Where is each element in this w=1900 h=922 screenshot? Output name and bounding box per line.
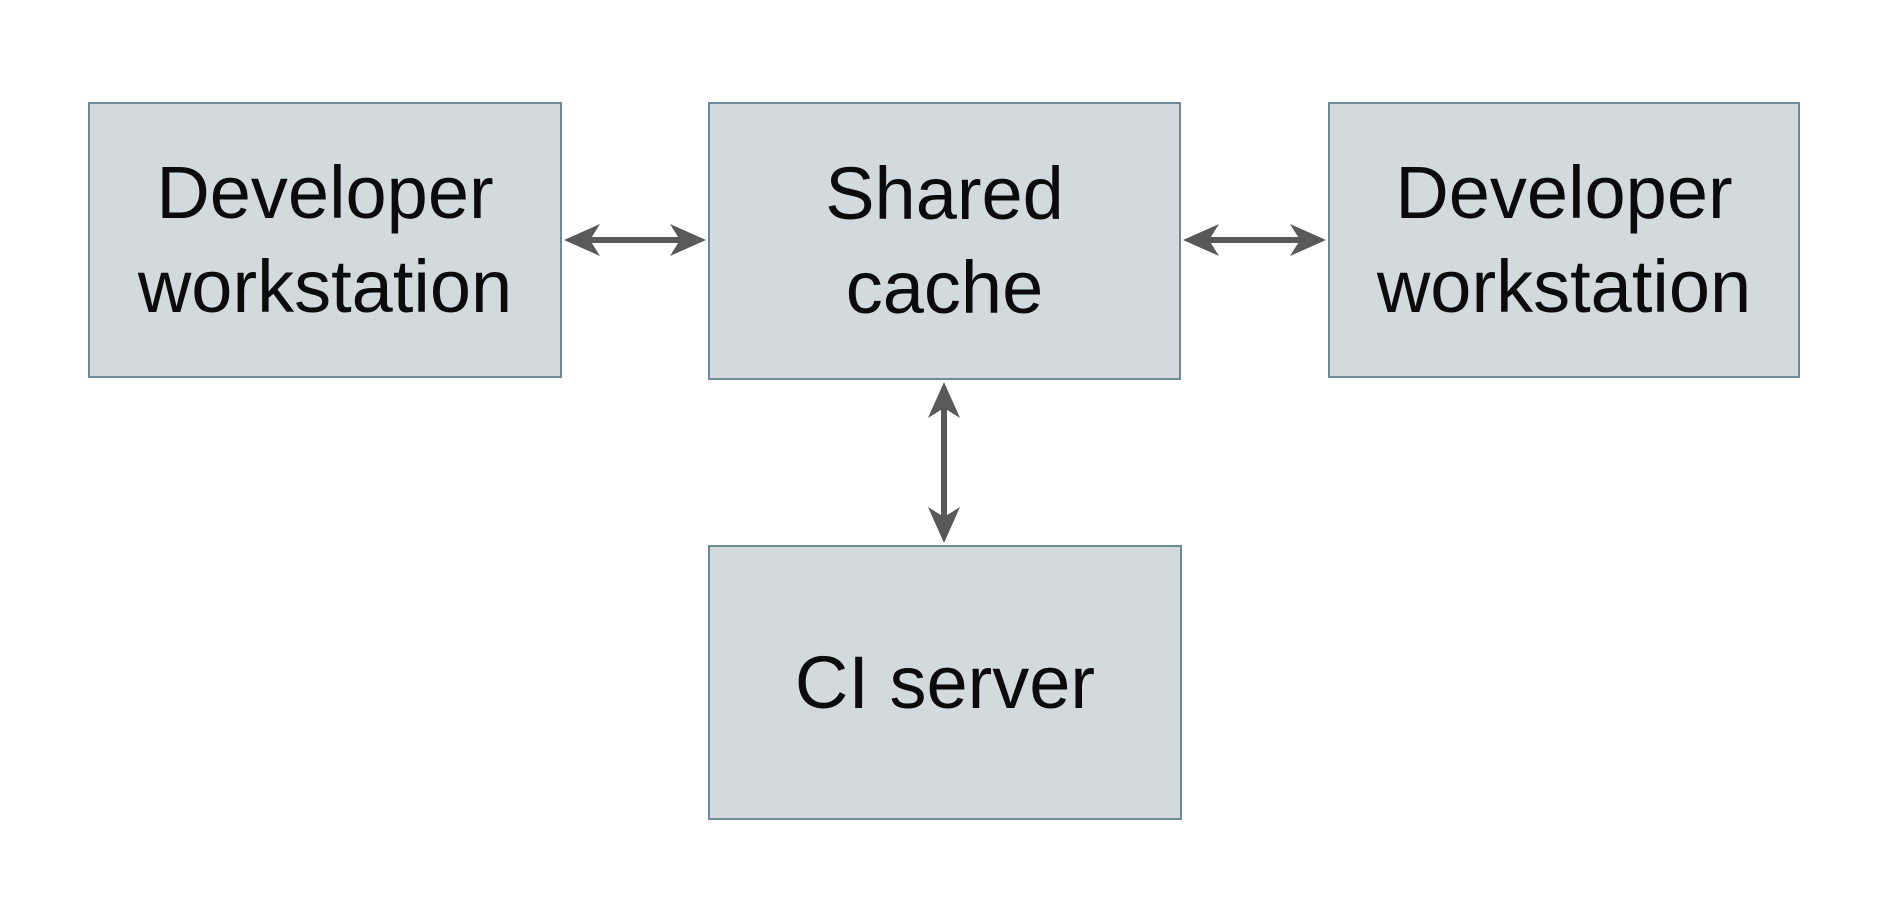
bidirectional-arrow-right (1183, 224, 1326, 256)
node-developer-workstation-right: Developer workstation (1328, 102, 1800, 378)
node-label-developer-workstation-right: Developer workstation (1376, 151, 1752, 328)
bidirectional-arrow-vertical (928, 382, 960, 543)
node-developer-workstation-left: Developer workstation (88, 102, 562, 378)
node-label-shared-cache: Shared cache (825, 152, 1064, 329)
node-label-ci-server: CI server (794, 640, 1096, 724)
node-ci-server: CI server (708, 545, 1182, 820)
bidirectional-arrow-left (564, 224, 706, 256)
node-label-developer-workstation-left: Developer workstation (137, 151, 513, 328)
node-shared-cache: Shared cache (708, 102, 1181, 380)
